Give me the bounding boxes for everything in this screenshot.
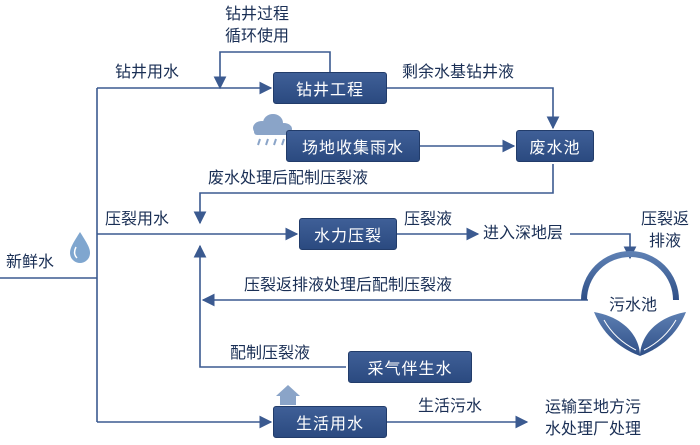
domestic-water-box: 生活用水 [273,406,387,438]
flowback-label-line1: 压裂返 [641,209,690,228]
flowback-label: 压裂返 排液 [641,210,689,250]
prepare-fluid-label: 配制压裂液 [230,343,311,362]
transport-label-line2: 水处理厂处理 [545,419,642,438]
house-icon [276,385,300,405]
rainwater-box: 场地收集雨水 [286,130,420,162]
drilling-cycle-loop [213,51,331,90]
drilling-water-label: 钻井用水 [115,62,180,81]
raincloud-icon [253,114,292,146]
waste-treated-label: 废水处理后配制压裂液 [208,168,369,187]
waste-treated-line [193,164,554,225]
transport-label-line1: 运输至地方污 [545,397,642,416]
leaf-bowl-icon [581,251,686,356]
drilling-box: 钻井工程 [273,72,387,104]
water-drop-icon [70,232,90,263]
residual-fluid-label: 剩余水基钻井液 [402,62,515,81]
sewage-label: 生活污水 [418,396,483,415]
frac-water-label: 压裂用水 [105,209,170,228]
flowback-line [570,233,637,260]
cycle-label-line2: 循环使用 [225,26,290,45]
sewage-pond-label: 污水池 [609,295,658,314]
produced-water-box: 采气伴生水 [348,351,472,383]
deep-formation-label: 进入深地层 [483,223,564,242]
waste-pit-box: 废水池 [516,130,594,162]
prepare-fluid-line [193,244,346,368]
cycle-label-line1: 钻井过程 [225,4,290,23]
fracturing-box: 水力压裂 [299,218,397,250]
flowback-treated-label: 压裂返排液处理后配制压裂液 [244,275,453,294]
frac-fluid-label: 压裂液 [404,209,453,228]
cycle-label: 钻井过程 循环使用 [225,5,289,45]
flowback-label-line2: 排液 [649,231,682,250]
transport-label: 运输至地方污 水处理厂处理 [545,398,641,438]
fresh-water-label: 新鲜水 [6,252,55,271]
residual-fluid-line [387,87,560,130]
